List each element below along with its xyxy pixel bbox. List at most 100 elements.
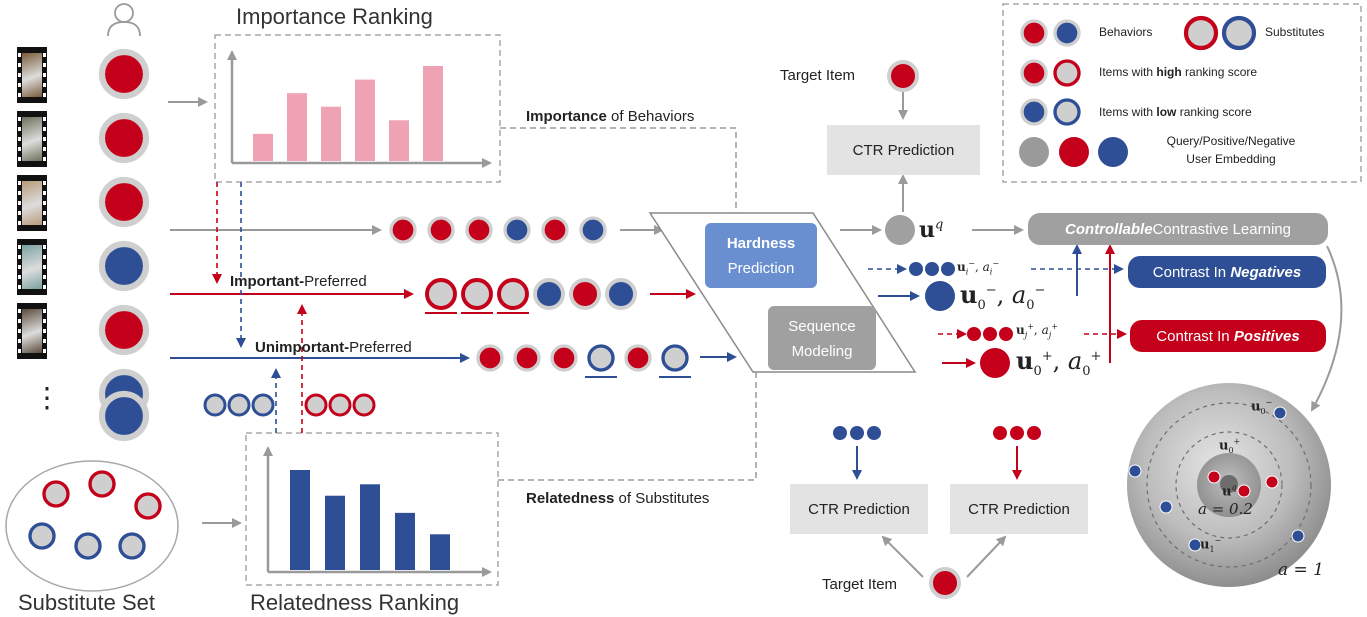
blue-substitute-2 [227, 393, 251, 417]
legend-embedding-line2: User Embedding [1186, 152, 1276, 166]
behavior-5 [98, 304, 150, 356]
sphere-u1-neg: u1− [1200, 536, 1222, 554]
contrast-in-negatives: Contrast In Negatives [1128, 256, 1326, 288]
legend-query-embedding [1019, 137, 1049, 167]
legend-high-behavior [1020, 59, 1048, 87]
sphere-point-4 [1188, 538, 1202, 552]
u0-pos-circle [980, 348, 1010, 378]
hardness-label-line2: Prediction [727, 260, 795, 277]
bottom-pos-dot-3 [1027, 426, 1041, 440]
importance-bar-6 [423, 66, 443, 161]
substitute-set-label: Substitute Set [18, 590, 155, 615]
hardness-label-line1: Hardness [726, 235, 796, 252]
main-item-6 [579, 216, 607, 244]
unimportant-preferred-row [476, 344, 691, 378]
legend-red-behavior [1020, 19, 1048, 47]
legend-low-substitute [1053, 98, 1081, 126]
sphere-points [1128, 406, 1305, 552]
behavior-1 [98, 48, 150, 100]
importance-to-hardness [500, 127, 741, 224]
substitute-6 [118, 532, 146, 560]
u-j-pos-label: uj+, aj+ [1016, 322, 1058, 340]
neg-dot-1 [909, 262, 923, 276]
substitute-5 [74, 532, 102, 560]
sphere-point-2 [1128, 464, 1142, 478]
unimportant-item-4 [587, 344, 615, 372]
legend-blue-substitute [1221, 15, 1257, 51]
sphere-a-inner: a = 0.2 [1198, 500, 1253, 518]
unimportant-item-5 [624, 344, 652, 372]
unimportant-preferred-label: Unimportant-Preferred [255, 339, 412, 356]
video-frame-2 [17, 111, 47, 167]
sphere-point-1 [1273, 406, 1287, 420]
red-substitute-1 [304, 393, 328, 417]
relatedness-bars [290, 470, 450, 570]
importance-ranking-title: Importance Ranking [236, 4, 433, 29]
pos-dot-1 [967, 327, 981, 341]
legend-blue-behavior [1053, 19, 1081, 47]
legend-red-substitute [1183, 15, 1219, 51]
hardness-prediction-box [705, 223, 817, 288]
substitute-groups [203, 393, 376, 417]
substitute-set-items [28, 470, 162, 560]
main-item-5 [541, 216, 569, 244]
relatedness-to-hardness [498, 296, 761, 481]
uq-label: uq [919, 217, 944, 243]
relatedness-bar-1 [290, 470, 310, 570]
legend-shapes [1019, 15, 1257, 167]
target-item-top-circle [887, 60, 919, 92]
sphere-u0-neg: u0− [1251, 398, 1273, 416]
sphere-ring-outer [1146, 402, 1312, 568]
legend-embedding-line1: Query/Positive/Negative [1166, 134, 1296, 148]
red-substitute-2 [328, 393, 352, 417]
relatedness-of-substitutes-label: Relatedness of Substitutes [526, 490, 710, 507]
main-item-2 [427, 216, 455, 244]
arrow-contrastive-to-sphere [1311, 245, 1343, 412]
main-behavior-row [389, 216, 607, 244]
behavior-4 [98, 240, 150, 292]
video-frame-1 [17, 47, 47, 103]
relatedness-bar-3 [360, 484, 380, 570]
importance-bar-3 [321, 106, 341, 161]
u-i-neg-label: ui−, ai− [957, 259, 1000, 277]
importance-bar-1 [253, 133, 273, 161]
sphere-uq-dot [1220, 475, 1238, 493]
important-item-6 [605, 278, 637, 310]
uq-circle [885, 215, 915, 245]
legend-low-behavior [1020, 98, 1048, 126]
importance-bar-5 [389, 120, 409, 161]
arrow-target-to-right-ctr [966, 535, 1007, 578]
bottom-neg-dot-3 [867, 426, 881, 440]
legend-substitutes: Substitutes [1265, 25, 1325, 39]
sphere-uq: uq [1222, 483, 1237, 500]
substitute-4 [28, 522, 56, 550]
sphere-a-outer: a = 1 [1278, 560, 1325, 580]
bottom-neg-dot-2 [850, 426, 864, 440]
relatedness-ranking-title: Relatedness Ranking [250, 590, 460, 615]
sphere-ring-inner [1175, 431, 1283, 539]
behavior-7 [98, 390, 150, 442]
bottom-pos-dot-2 [1010, 426, 1024, 440]
important-item-4 [533, 278, 565, 310]
behavior-2 [98, 112, 150, 164]
legend-behaviors: Behaviors [1099, 25, 1153, 39]
relatedness-bar-4 [395, 512, 415, 570]
target-item-top-label: Target Item [780, 67, 856, 84]
ctr-prediction-bottom-right: CTR Prediction [950, 484, 1088, 534]
relatedness-bar-5 [430, 534, 450, 570]
sphere-point-8 [1265, 475, 1279, 489]
substitute-1 [42, 480, 70, 508]
ctr-prediction-bottom-left: CTR Prediction [790, 484, 928, 534]
behavior-3 [98, 176, 150, 228]
more-behaviors-ellipsis: ⋮ [33, 382, 61, 413]
controllable-contrastive-learning: Controllable Contrastive Learning [1028, 213, 1328, 245]
video-frame-4 [17, 239, 47, 295]
u0-neg-label: u0−, a0− [960, 280, 1046, 313]
importance-bars [253, 66, 443, 161]
sequence-label-line1: Sequence [788, 318, 856, 335]
ctr-prediction-top: CTR Prediction [827, 125, 980, 175]
unimportant-item-6 [661, 344, 689, 372]
legend-high: Items with high ranking score [1099, 65, 1258, 79]
importance-bar-2 [287, 93, 307, 161]
important-item-5 [569, 278, 601, 310]
